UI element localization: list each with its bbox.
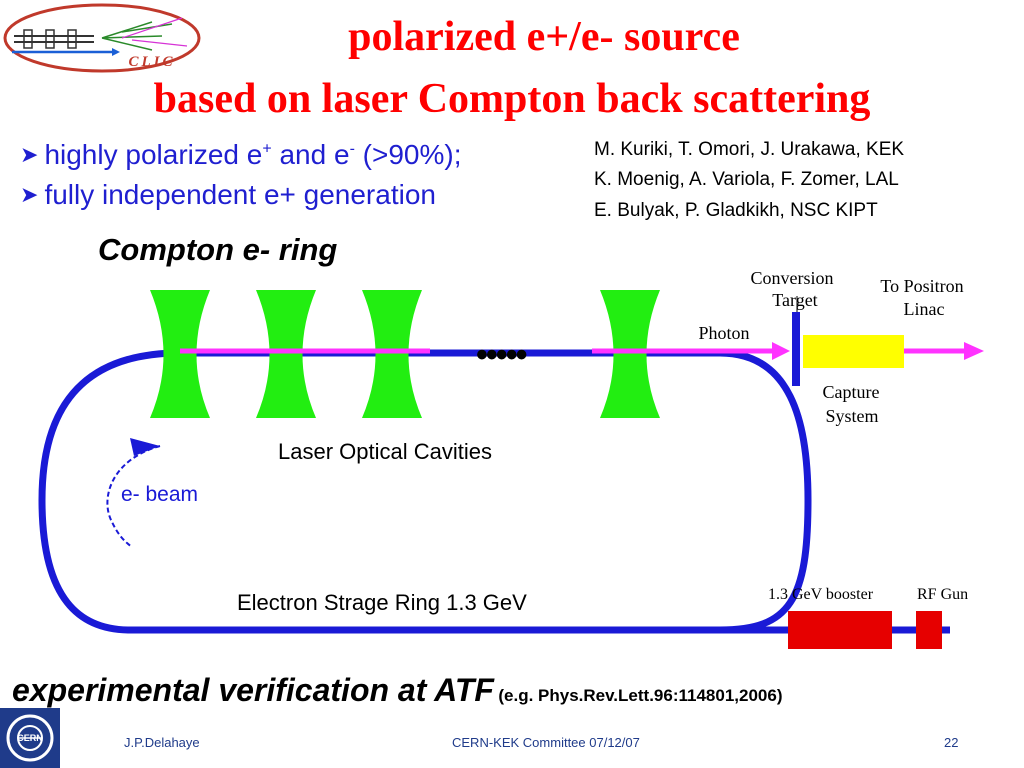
capture-system-label-2: System	[825, 406, 878, 426]
cern-logo: CERN	[0, 708, 60, 768]
positron-arrow-head	[964, 342, 984, 360]
laser-cavity-1	[150, 290, 210, 418]
conversion-target-label-2: Target	[772, 290, 817, 310]
footer-event: CERN-KEK Committee 07/12/07	[452, 735, 640, 750]
bullet-arrow-icon: ➤	[20, 142, 39, 167]
laser-cavity-2	[256, 290, 316, 418]
storage-ring-label: Electron Strage Ring 1.3 GeV	[237, 590, 527, 615]
laser-cavities-label: Laser Optical Cavities	[278, 439, 492, 464]
experimental-verification-text: experimental verification at ATF	[12, 672, 494, 708]
booster-label: 1.3 GeV booster	[768, 586, 874, 603]
rf-gun-block	[916, 611, 942, 649]
conversion-target	[792, 312, 800, 386]
author-line-lal: K. Moenig, A. Variola, F. Zomer, LAL	[594, 169, 899, 190]
bullet-text-post: (>90%);	[354, 139, 462, 170]
laser-cavity-3	[362, 290, 422, 418]
page-title-line-2: based on laser Compton back scattering	[153, 76, 871, 122]
continuation-dots: •••••	[476, 336, 527, 374]
author-line-nsc-kipt: E. Bulyak, P. Gladkikh, NSC KIPT	[594, 200, 878, 221]
positron-linac-label-1: To Positron	[880, 276, 963, 296]
clic-logo-text: CLIC	[128, 54, 175, 70]
bullet-text: fully independent e+ generation	[44, 179, 436, 210]
bullet-sup-minus: -	[349, 140, 355, 158]
reference-citation: (e.g. Phys.Rev.Lett.96:114801,2006)	[498, 686, 783, 705]
capture-system-label-1: Capture	[823, 382, 880, 402]
beam-direction-arrow	[106, 445, 161, 548]
rf-gun-label: RF Gun	[917, 586, 968, 603]
photon-label: Photon	[698, 323, 749, 343]
conversion-target-label-1: Conversion	[751, 268, 834, 288]
bullet-item-generation: ➤fully independent e+ generation	[20, 178, 436, 214]
bullet-text-pre: highly polarized e	[44, 139, 263, 170]
beam-direction-arrow-head	[130, 438, 160, 456]
storage-ring-track	[38, 349, 812, 634]
ring-title: Compton e- ring	[98, 232, 338, 267]
bullet-text-mid: and e	[271, 139, 350, 170]
footer-author: J.P.Delahaye	[124, 735, 200, 750]
bullet-arrow-icon: ➤	[20, 182, 39, 207]
page-title-line-1: polarized e+/e- source	[348, 14, 740, 60]
bullet-item-polarization: ➤highly polarized e+ and e- (>90%);	[20, 138, 462, 174]
positron-linac-label-2: Linac	[904, 299, 945, 319]
bullet-sup-plus: +	[262, 140, 272, 158]
laser-cavity-4	[600, 290, 660, 418]
experimental-verification-line: experimental verification at ATF (e.g. P…	[12, 672, 782, 709]
beam-label: e- beam	[121, 483, 198, 506]
cern-logo-text: CERN	[17, 733, 43, 743]
author-line-kek: M. Kuriki, T. Omori, J. Urakawa, KEK	[594, 139, 905, 160]
booster-block	[788, 611, 892, 649]
footer-page-number: 22	[944, 735, 959, 750]
clic-logo: CLIC	[3, 3, 201, 73]
photon-arrow-head	[772, 342, 790, 360]
capture-system-block	[803, 335, 904, 368]
